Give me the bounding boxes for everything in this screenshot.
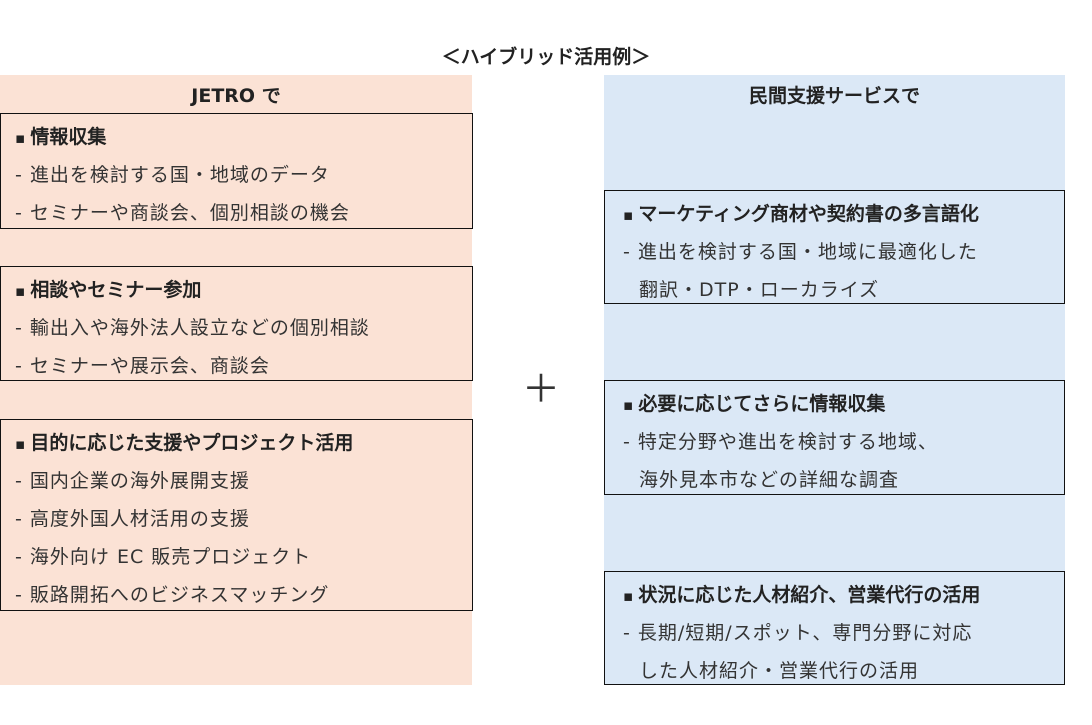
- list-item: セミナーや商談会、個別相談の機会: [15, 194, 472, 232]
- box-heading: 相談やセミナー参加: [15, 273, 472, 309]
- list-item: 国内企業の海外展開支援: [15, 462, 472, 500]
- plus-icon: ＋: [522, 367, 561, 411]
- list-item: 特定分野や進出を検討する地域、: [623, 423, 1064, 461]
- info-collection-box: 情報収集 進出を検討する国・地域のデータ セミナーや商談会、個別相談の機会: [0, 113, 473, 229]
- list-item: 海外見本市などの詳細な調査: [639, 469, 900, 491]
- box-heading: マーケティング商材や契約書の多言語化: [623, 197, 1064, 233]
- jetro-panel: JETRO で 情報収集 進出を検討する国・地域のデータ セミナーや商談会、個別…: [0, 75, 473, 685]
- list-item: 高度外国人材活用の支援: [15, 500, 472, 538]
- list-item: した人材紹介・営業代行の活用: [639, 660, 920, 682]
- project-support-box: 目的に応じた支援やプロジェクト活用 国内企業の海外展開支援 高度外国人材活用の支…: [0, 419, 473, 611]
- jetro-panel-heading: JETRO で: [191, 85, 281, 107]
- localization-box: マーケティング商材や契約書の多言語化 進出を検討する国・地域に最適化した 翻訳・…: [604, 190, 1065, 304]
- staffing-box: 状況に応じた人材紹介、営業代行の活用 長期/短期/スポット、専門分野に対応 した…: [604, 571, 1065, 685]
- list-item: 翻訳・DTP・ローカライズ: [639, 279, 880, 301]
- research-box: 必要に応じてさらに情報収集 特定分野や進出を検討する地域、 海外見本市などの詳細…: [604, 380, 1065, 495]
- consultation-box: 相談やセミナー参加 輸出入や海外法人設立などの個別相談 セミナーや展示会、商談会: [0, 266, 473, 381]
- box-heading: 情報収集: [15, 120, 472, 156]
- list-item: 輸出入や海外法人設立などの個別相談: [15, 309, 472, 347]
- box-heading: 目的に応じた支援やプロジェクト活用: [15, 426, 472, 462]
- list-item: 進出を検討する国・地域のデータ: [15, 156, 472, 194]
- list-item: 販路開拓へのビジネスマッチング: [15, 576, 472, 614]
- private-panel-heading: 民間支援サービスで: [748, 85, 920, 107]
- box-heading: 必要に応じてさらに情報収集: [623, 387, 1064, 423]
- list-item: 海外向け EC 販売プロジェクト: [15, 538, 472, 576]
- list-item: 長期/短期/スポット、専門分野に対応: [623, 614, 1064, 652]
- private-service-panel: 民間支援サービスで マーケティング商材や契約書の多言語化 進出を検討する国・地域…: [604, 75, 1065, 685]
- list-item: セミナーや展示会、商談会: [15, 347, 472, 385]
- diagram-title: ＜ハイブリッド活用例＞: [441, 46, 651, 68]
- list-item: 進出を検討する国・地域に最適化した: [623, 233, 1064, 271]
- box-heading: 状況に応じた人材紹介、営業代行の活用: [623, 578, 1064, 614]
